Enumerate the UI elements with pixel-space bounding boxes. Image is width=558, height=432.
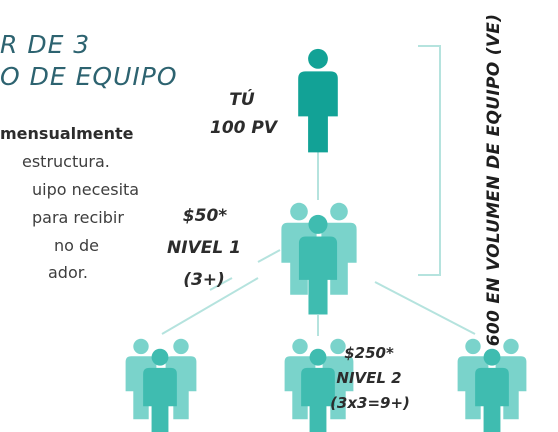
- body-text-line-2: uipo necesita: [32, 180, 140, 199]
- body-bold-text: mensualmente: [0, 124, 134, 143]
- level1-name: NIVEL 1: [167, 238, 241, 258]
- connector-level1-left-near: [257, 249, 281, 263]
- connector-lines: [161, 145, 476, 336]
- level2-amount: $250*: [344, 344, 394, 362]
- level2-group-right-icon: [457, 338, 527, 432]
- connector-level1-left-short: [209, 277, 233, 291]
- title-line-2: O DE EQUIPO: [0, 62, 178, 91]
- level2-name: NIVEL 2: [336, 369, 402, 387]
- level2-group-left-icon: [125, 338, 197, 432]
- body-text-line-5: ador.: [48, 263, 88, 282]
- you-pv-label: 100 PV: [210, 118, 278, 138]
- level1-amount: $50*: [182, 206, 228, 226]
- body-text-line-3: para recibir: [32, 208, 124, 227]
- level1-group-icon: [281, 202, 357, 315]
- you-label: TÚ: [229, 90, 255, 110]
- body-text-line-1: estructura.: [22, 152, 110, 171]
- you-person-icon: [298, 48, 338, 153]
- level1-count: (3+): [183, 270, 225, 290]
- level2-count: (3x3=9+): [330, 394, 410, 412]
- volume-bracket: [418, 45, 441, 276]
- connector-level1-to-left-group: [161, 277, 259, 335]
- connector-level1-to-right-group: [374, 281, 476, 335]
- team-volume-label: 600 EN VOLUMEN DE EQUIPO (VE): [484, 13, 504, 347]
- title-line-1: R DE 3: [0, 30, 91, 59]
- body-text-line-4: no de: [54, 236, 100, 255]
